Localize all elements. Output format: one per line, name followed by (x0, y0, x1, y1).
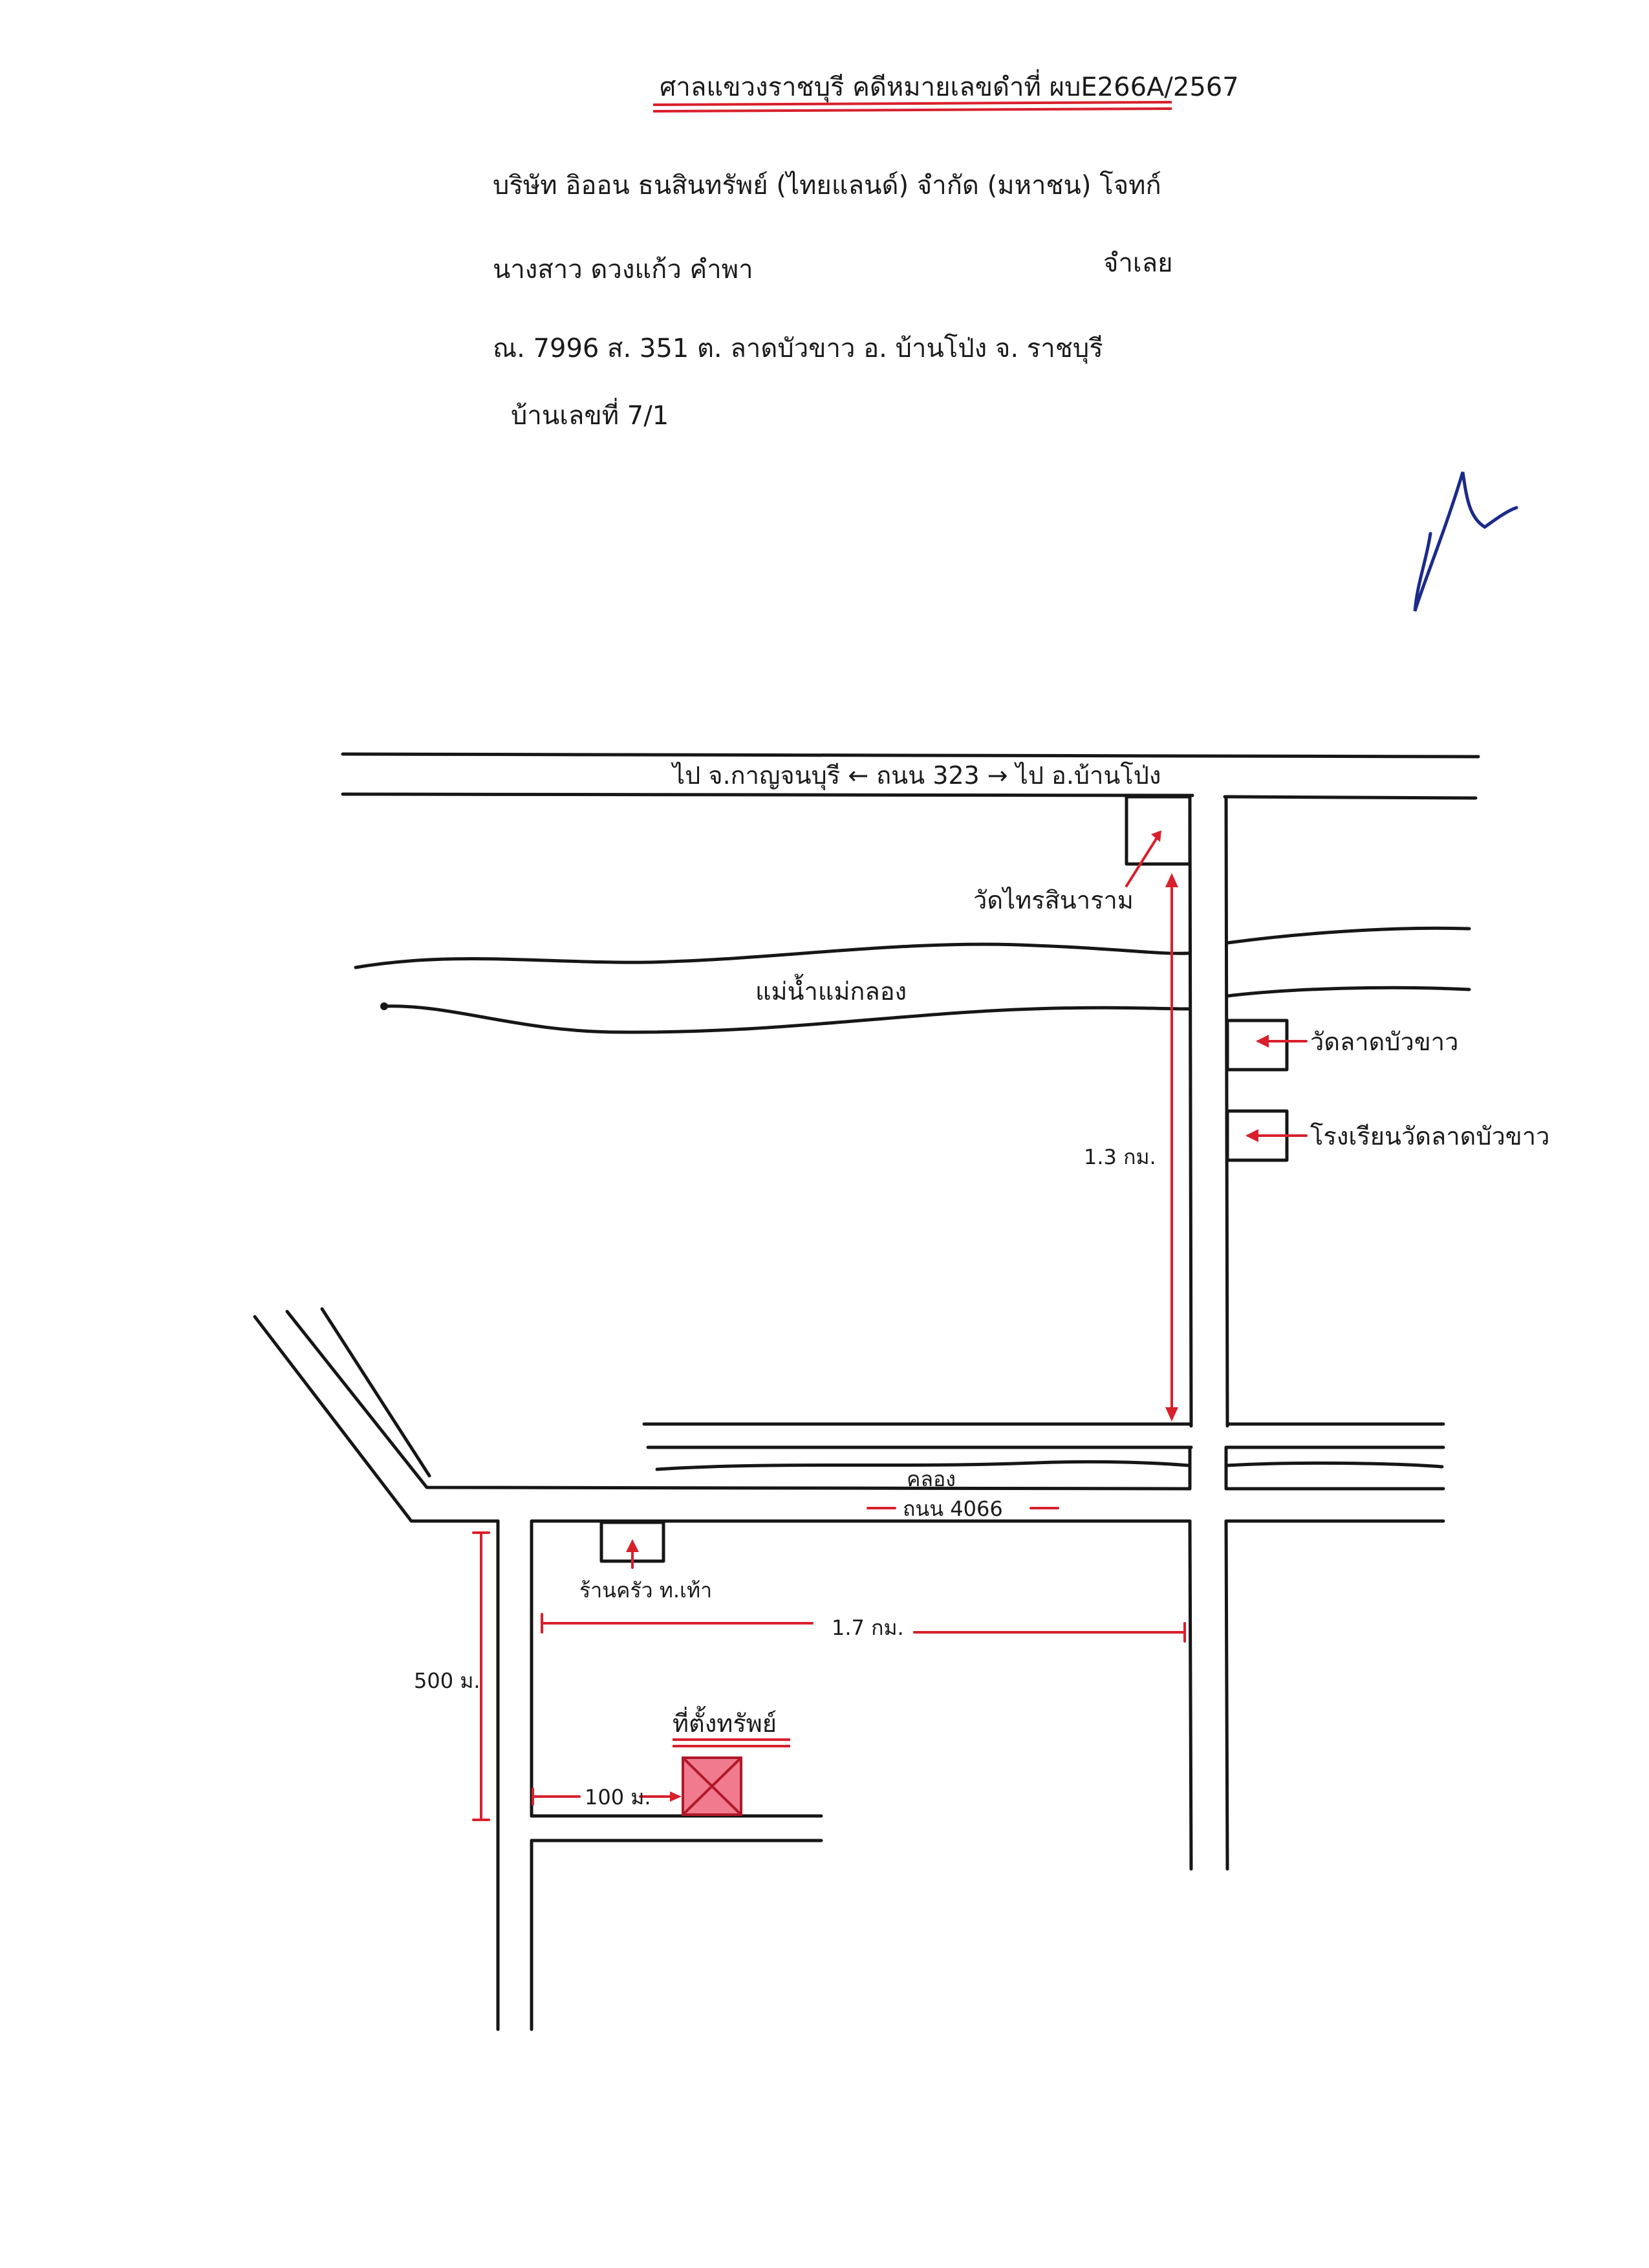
river-upper-bank (354, 942, 1191, 969)
temple-right-arrow-head (1256, 1035, 1269, 1048)
header: ศาลแขวงราชบุรี คดีหมายเลขดำที่ ผบE266A/2… (493, 69, 1239, 431)
plaintiff-line: บริษัท อิออน ธนสินทรัพย์ (ไทยแลนด์) จำกั… (493, 171, 1161, 200)
temple-right-box (1225, 1019, 1289, 1072)
temple-top-box (1125, 795, 1192, 866)
school-arrow-head (1245, 1129, 1258, 1142)
title-underline (652, 101, 1172, 106)
temple-top-pointer (1125, 836, 1159, 887)
highway-323-label: ไป จ.กาญจนบุรี ← ถนน 323 → ไป อ.บ้านโป่ง (671, 761, 1161, 790)
main-road-left-edge-upper (1188, 794, 1193, 1428)
river-lower-bank (381, 1004, 1191, 1034)
map: ไป จ.กาญจนบุรี ← ถนน 323 → ไป อ.บ้านโป่ง… (253, 752, 1549, 2031)
road-4066-upper-edge (285, 1310, 1192, 1491)
dist-side-vertical-label: 500 ม. (414, 1669, 480, 1693)
temple-top-pointer-head (1151, 830, 1161, 842)
highway-323-top-edge (341, 752, 1480, 759)
main-road-right-edge-lower (1224, 1519, 1229, 1871)
river-end-dot (380, 1002, 388, 1010)
house-number: บ้านเลขที่ 7/1 (511, 398, 669, 431)
canal-wave-right (1225, 1461, 1444, 1469)
dist-vertical-head-top (1165, 873, 1178, 887)
dist-short-head (670, 1791, 682, 1802)
river-lower-bank-right (1225, 986, 1471, 998)
highway-323-bottom-edge-left (341, 792, 1194, 797)
defendant-name: นางสาว ดวงแก้ว คำพา (493, 255, 753, 285)
road-4066-lower-edge-left (253, 1315, 500, 1523)
school-label: โรงเรียนวัดลาดบัวขาว (1310, 1122, 1549, 1150)
title-underline-2 (652, 107, 1172, 113)
river-label: แม่น้ำแม่กลอง (755, 973, 907, 1006)
temple-right-label: วัดลาดบัวขาว (1310, 1028, 1458, 1056)
property-label: ที่ตั้งทรัพย์ (673, 1705, 777, 1738)
temple-top-label: วัดไทรสินาราม (973, 886, 1134, 914)
court-case-title: ศาลแขวงราชบุรี คดีหมายเลขดำที่ ผบE266A/2… (660, 69, 1239, 103)
shop-pointer-head (626, 1539, 639, 1552)
shop-label: ร้านครัว ท.เท้า (579, 1578, 712, 1603)
main-road-left-edge-lower (1188, 1519, 1193, 1871)
road-4066-label: ถนน 4066 (903, 1496, 1003, 1521)
dist-vertical-label: 1.3 กม. (1084, 1145, 1156, 1169)
road-4066-diagonal-inner (320, 1307, 431, 1478)
property-marker-cross-2 (682, 1756, 742, 1816)
address-line: ณ. 7996 ส. 351 ต. ลาดบัวขาว อ. บ้านโป่ง … (493, 334, 1103, 364)
signature-icon (1413, 471, 1518, 612)
canal-wave-left (655, 1460, 1191, 1471)
dist-vertical-head-bottom (1165, 1407, 1178, 1421)
defendant-role: จำเลย (1103, 248, 1173, 278)
dist-short-label: 100 ม. (585, 1785, 651, 1809)
highway-323-bottom-edge-right (1223, 795, 1478, 800)
dist-horizontal-label: 1.7 กม. (832, 1615, 904, 1640)
river-upper-bank-right (1225, 926, 1471, 945)
